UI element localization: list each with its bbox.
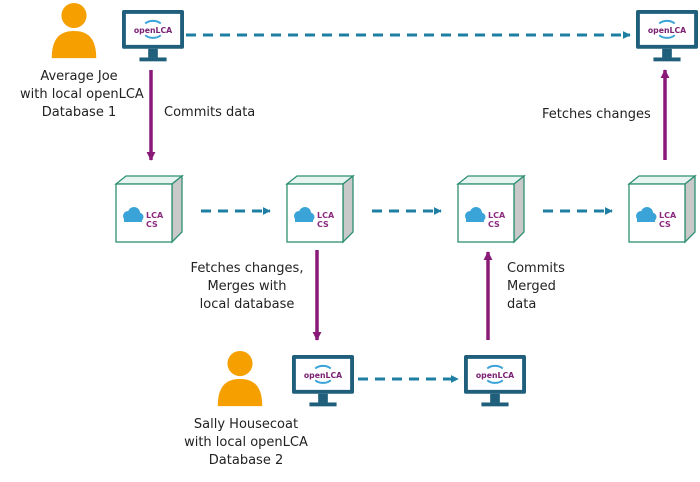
cube-label-cs: CS	[146, 220, 158, 229]
commits-merged-line: Merged	[507, 279, 556, 294]
fetch-merge-line: local database	[199, 297, 295, 312]
openlca-monitor-sally	[292, 355, 354, 408]
sally-caption-line: Database 2	[208, 453, 284, 468]
commits-merged-line: data	[507, 297, 537, 312]
person-icon-joe	[51, 2, 97, 59]
person-icon-sally	[217, 350, 263, 407]
fetch-merge-line: Fetches changes,	[190, 261, 304, 276]
commits-merged-caption: Commits Merged data	[507, 260, 565, 314]
lca-cs-server-cube-2	[286, 175, 354, 243]
fetch-merge-caption: Fetches changes, Merges with local datab…	[184, 260, 310, 314]
lca-cs-server-cube-4	[628, 175, 696, 243]
lca-cs-server-cube-3	[457, 175, 525, 243]
commits-merged-line: Commits	[507, 261, 565, 276]
fetches-changes-label: Fetches changes	[542, 107, 651, 122]
cube-label-cs: CS	[488, 220, 500, 229]
joe-caption-line: Average Joe	[40, 69, 118, 84]
cube-label-cs: CS	[659, 220, 671, 229]
lca-cs-server-cube-1	[115, 175, 183, 243]
joe-caption-line: with local openLCA	[20, 87, 144, 102]
joe-caption-line: Database 1	[41, 105, 117, 120]
openlca-monitor-top-right	[636, 10, 698, 63]
cube-label-lca: LCA	[659, 211, 677, 220]
sally-caption: Sally Housecoat with local openLCA Datab…	[176, 416, 316, 470]
cube-label-cs: CS	[317, 220, 329, 229]
cube-label-lca: LCA	[488, 211, 506, 220]
sally-caption-line: with local openLCA	[184, 435, 308, 450]
joe-caption: Average Joe with local openLCA Database …	[20, 68, 144, 122]
cube-label-lca: LCA	[146, 211, 164, 220]
openlca-monitor-sally-merged	[464, 355, 526, 408]
cube-label-lca: LCA	[317, 211, 335, 220]
openlca-monitor-joe	[122, 10, 184, 63]
sally-caption-line: Sally Housecoat	[193, 417, 299, 432]
fetch-merge-line: Merges with	[207, 279, 287, 294]
commits-data-label: Commits data	[164, 105, 256, 120]
